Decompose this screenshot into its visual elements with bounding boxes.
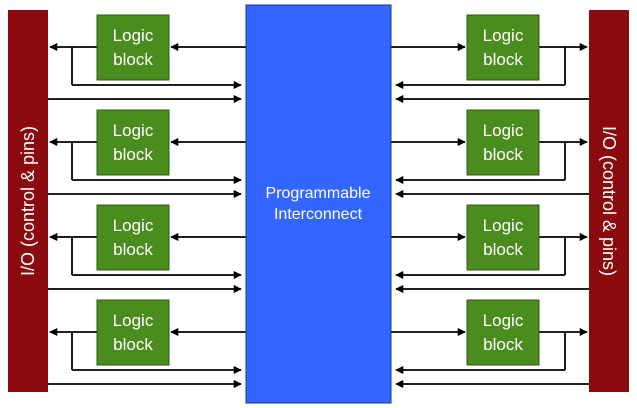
wires [48,42,589,389]
interconnect-label-line2: Interconnect [274,206,363,223]
logic-block-label: Logic [483,216,524,235]
logic-block-left-2 [96,109,170,176]
io-label-right: I/O (control & pins) [599,126,619,276]
io-bar-right [589,10,629,392]
logic-block-right-1 [466,14,540,81]
programmable-interconnect [245,4,392,404]
logic-block-label: block [483,240,523,259]
io-bar-left [8,10,48,392]
logic-block-label: block [483,50,523,69]
logic-block-right-3 [466,204,540,271]
logic-block-label: Logic [113,26,154,45]
logic-block-right-2 [466,109,540,176]
logic-block-label: Logic [113,121,154,140]
logic-block-label: Logic [483,311,524,330]
logic-block-label: block [483,335,523,354]
logic-block-label: Logic [113,311,154,330]
logic-blocks: LogicblockLogicblockLogicblockLogicblock… [96,14,540,366]
logic-block-label: Logic [113,216,154,235]
logic-block-label: block [113,240,153,259]
io-label-left: I/O (control & pins) [18,126,38,276]
logic-block-label: Logic [483,121,524,140]
logic-block-left-4 [96,299,170,366]
logic-block-label: Logic [483,26,524,45]
logic-block-label: block [113,335,153,354]
interconnect-label-line1: Programmable [266,185,371,202]
logic-block-label: block [113,145,153,164]
logic-block-left-1 [96,14,170,81]
logic-block-right-4 [466,299,540,366]
logic-block-label: block [113,50,153,69]
logic-block-left-3 [96,204,170,271]
logic-block-label: block [483,145,523,164]
